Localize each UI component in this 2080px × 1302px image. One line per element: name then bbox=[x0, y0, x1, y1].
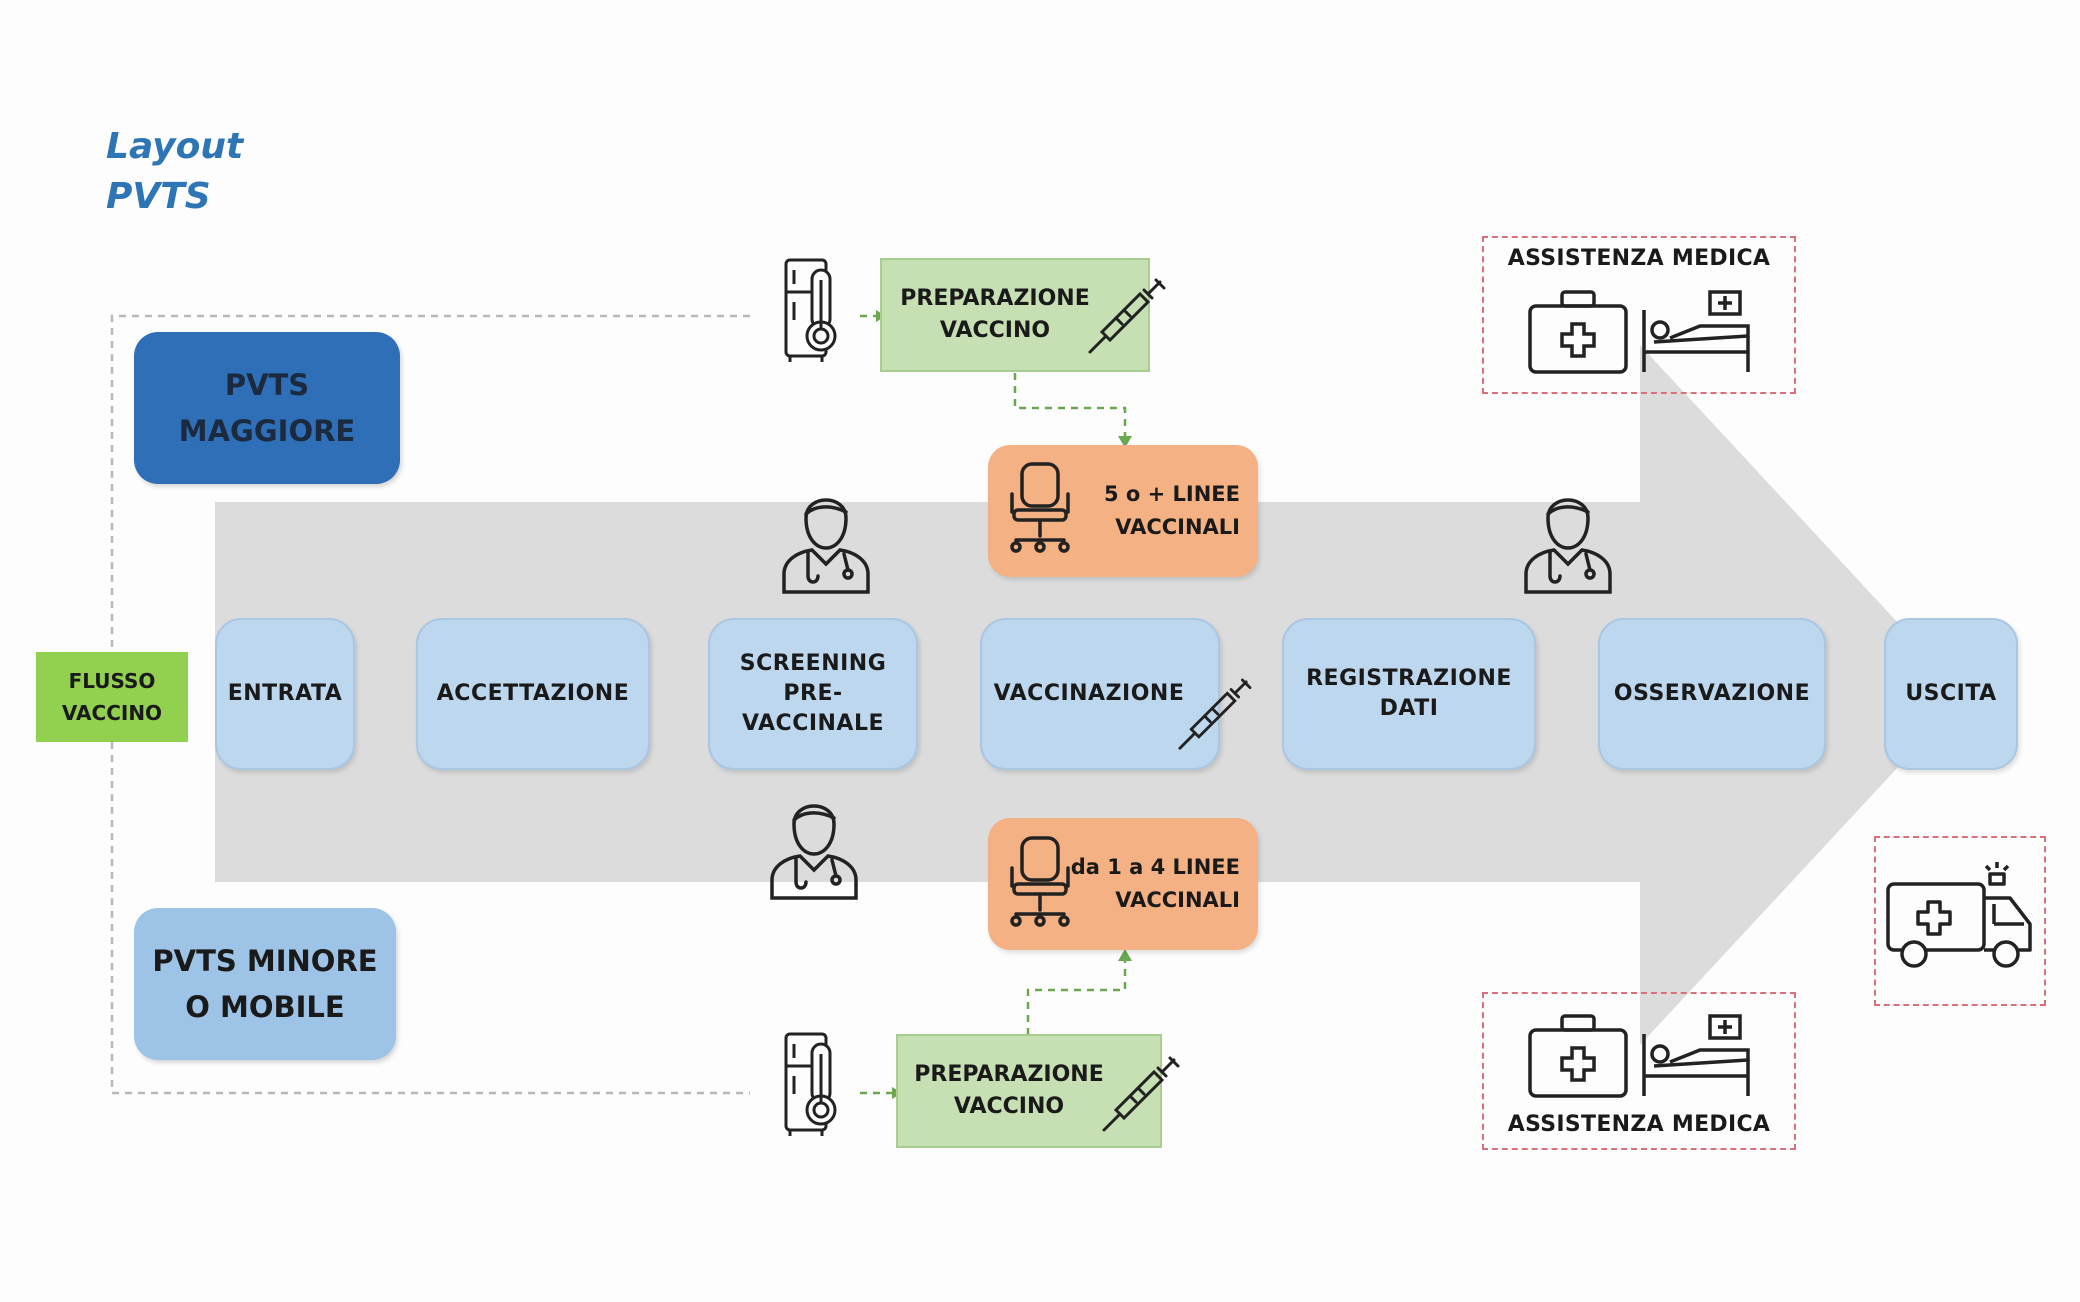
assistenza-top-label: ASSISTENZA MEDICA bbox=[1507, 246, 1771, 271]
step-osservazione: OSSERVAZIONE bbox=[1598, 618, 1826, 770]
step-screening-line-2: PRE- bbox=[783, 681, 843, 706]
step-vaccinazione-label: VACCINAZIONE bbox=[993, 681, 1185, 706]
flow-line-bottom bbox=[110, 742, 750, 1095]
fridge-thermometer-icon bbox=[784, 258, 837, 362]
medical-kit-icon bbox=[1528, 1014, 1628, 1098]
step-uscita-label: USCITA bbox=[1905, 681, 1997, 706]
preparazione-top-box: PREPARAZIONE VACCINO bbox=[880, 258, 1150, 372]
title-line-2: PVTS bbox=[106, 176, 211, 217]
prep-top-connector bbox=[1013, 373, 1127, 442]
preparazione-top-line-1: PREPARAZIONE bbox=[900, 286, 1090, 311]
step-registrazione: REGISTRAZIONE DATI bbox=[1282, 618, 1536, 770]
syringe-icon bbox=[1178, 678, 1252, 750]
hospital-bed-icon bbox=[1642, 290, 1750, 372]
flusso-vaccino-box: FLUSSO VACCINO bbox=[36, 652, 188, 742]
ambulance-box bbox=[1874, 836, 2046, 1006]
step-accettazione-label: ACCETTAZIONE bbox=[436, 681, 630, 706]
chair-icon bbox=[1010, 462, 1070, 553]
step-screening-line-3: VACCINALE bbox=[741, 711, 885, 736]
step-osservazione-label: OSSERVAZIONE bbox=[1613, 681, 1811, 706]
pvts-minore-box: PVTS MINORE O MOBILE bbox=[134, 908, 396, 1060]
fridge-thermometer-icon bbox=[784, 1032, 837, 1136]
assistenza-top-box bbox=[1482, 236, 1796, 394]
linee-top-line-1: 5 o + LINEE bbox=[1103, 482, 1240, 506]
step-entrata-label: ENTRATA bbox=[227, 681, 343, 706]
step-entrata: ENTRATA bbox=[215, 618, 355, 770]
prep-bottom-arrowhead bbox=[1118, 949, 1132, 961]
syringe-icon bbox=[1102, 1056, 1180, 1132]
ambulance-icon bbox=[1886, 862, 2032, 968]
step-registrazione-line-2: DATI bbox=[1379, 696, 1439, 721]
pvts-maggiore-line-1: PVTS bbox=[224, 368, 310, 402]
assistenza-bottom-label: ASSISTENZA MEDICA bbox=[1507, 1112, 1771, 1137]
linee-top-line-2: VACCINALI bbox=[1115, 515, 1240, 539]
preparazione-bottom-box: PREPARAZIONE VACCINO bbox=[896, 1034, 1162, 1148]
step-accettazione: ACCETTAZIONE bbox=[416, 618, 650, 770]
step-registrazione-line-1: REGISTRAZIONE bbox=[1306, 666, 1512, 691]
pvts-maggiore-box: PVTS MAGGIORE bbox=[134, 332, 400, 484]
prep-top-arrowhead bbox=[1118, 436, 1132, 448]
doctor-icon bbox=[770, 804, 858, 900]
step-screening: SCREENING PRE- VACCINALE bbox=[708, 618, 918, 770]
step-screening-line-1: SCREENING bbox=[739, 651, 887, 676]
doctor-icon bbox=[1524, 498, 1612, 594]
prep-bottom-connector bbox=[1026, 955, 1127, 1035]
flusso-line-1: FLUSSO bbox=[68, 669, 156, 693]
pvts-minore-line-1: PVTS MINORE bbox=[152, 944, 378, 978]
chair-icon bbox=[1010, 836, 1070, 927]
preparazione-bottom-line-2: VACCINO bbox=[953, 1094, 1065, 1119]
linee-bottom-line-2: VACCINALI bbox=[1115, 888, 1240, 912]
linee-bottom-line-1: da 1 a 4 LINEE bbox=[1070, 855, 1240, 879]
pvts-minore-line-2: O MOBILE bbox=[185, 990, 345, 1024]
hospital-bed-icon bbox=[1642, 1014, 1750, 1096]
title-line-1: Layout bbox=[106, 126, 244, 167]
flusso-line-2: VACCINO bbox=[61, 701, 163, 725]
preparazione-top-line-2: VACCINO bbox=[939, 318, 1051, 343]
flow-line-top bbox=[110, 314, 750, 650]
diagram-title: Layout PVTS bbox=[106, 122, 243, 222]
preparazione-bottom-line-1: PREPARAZIONE bbox=[914, 1062, 1104, 1087]
doctor-icon bbox=[782, 498, 870, 594]
medical-kit-icon bbox=[1528, 290, 1628, 374]
syringe-icon bbox=[1088, 278, 1166, 354]
step-vaccinazione: VACCINAZIONE bbox=[980, 618, 1220, 770]
pvts-maggiore-line-2: MAGGIORE bbox=[178, 414, 356, 448]
assistenza-bottom-box bbox=[1482, 992, 1796, 1150]
step-uscita: USCITA bbox=[1884, 618, 2018, 770]
